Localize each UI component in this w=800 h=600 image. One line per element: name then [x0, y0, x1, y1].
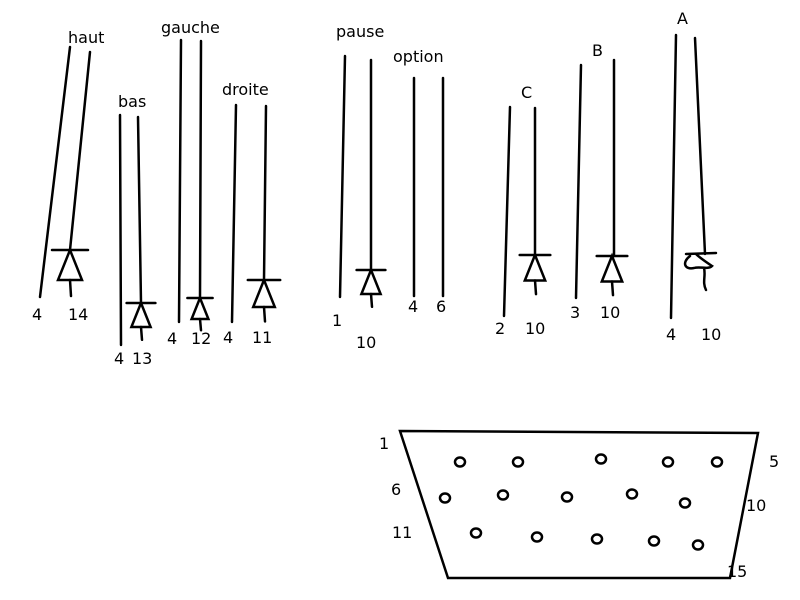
button-b: B 3 10: [570, 41, 629, 322]
connector-pin-label: 5: [769, 452, 779, 471]
pin-hole: [530, 531, 544, 543]
pin-hole: [710, 456, 724, 468]
pin-number: 12: [191, 329, 211, 348]
connector-shell: [398, 429, 760, 580]
button-haut: haut 4 14: [32, 28, 104, 324]
button-label: bas: [118, 92, 146, 111]
diode-triangle: [189, 294, 211, 321]
diode-bar: [684, 251, 718, 256]
pin-hole: [625, 488, 639, 500]
diode-icon: [518, 251, 552, 296]
wire: [118, 113, 123, 347]
diode-triangle: [251, 276, 277, 309]
diode-scribble: [683, 252, 714, 292]
diode-triangle: [599, 252, 625, 283]
diode-lead: [198, 317, 203, 332]
pin-number: 2: [495, 319, 505, 338]
pin-hole: [594, 453, 608, 465]
connector-pin-label: 10: [746, 496, 766, 515]
diode-lead: [369, 292, 374, 309]
pin-hole: [496, 489, 510, 501]
pin-number: 11: [252, 328, 272, 347]
pin-number: 10: [525, 319, 545, 338]
diode-icon: [246, 276, 282, 323]
diode-triangle: [129, 299, 153, 329]
pin-hole: [590, 533, 604, 545]
wire: [230, 103, 238, 324]
wire: [177, 38, 183, 324]
pin-hole: [453, 456, 467, 468]
pin-number: 10: [600, 303, 620, 322]
pin-hole: [438, 492, 452, 504]
diode-lead: [533, 279, 538, 296]
diode-lead: [68, 278, 73, 298]
pin-hole: [469, 527, 483, 539]
diode-icon: [50, 246, 90, 298]
pin-number: 4: [223, 328, 233, 347]
diode-triangle: [56, 246, 84, 282]
pin-number: 4: [408, 297, 418, 316]
button-droite: droite 4 11: [222, 80, 282, 347]
connector-pin-label: 1: [379, 434, 389, 453]
wire: [338, 54, 347, 299]
pin-hole: [661, 456, 675, 468]
connector-pin-label: 15: [727, 562, 747, 581]
connector-pin-label: 11: [392, 523, 412, 542]
pin-number: 10: [356, 333, 376, 352]
diode-lead: [262, 305, 267, 323]
button-a: A 4 10: [666, 9, 721, 344]
button-label: B: [592, 41, 603, 60]
button-c: C 2 10: [495, 83, 552, 338]
button-label: option: [393, 47, 444, 66]
pin-number: 1: [332, 311, 342, 330]
diode-icon: [355, 266, 387, 309]
pin-hole: [691, 539, 705, 551]
pin-hole: [678, 497, 692, 509]
wire: [693, 36, 707, 256]
pin-number: 4: [167, 329, 177, 348]
button-label: gauche: [161, 18, 220, 37]
button-bas: bas 4 13: [114, 92, 157, 368]
pin-number: 4: [666, 325, 676, 344]
pin-number: 4: [32, 305, 42, 324]
wire: [136, 115, 143, 305]
wire: [574, 63, 583, 300]
wire: [38, 45, 72, 299]
diode-icon: [595, 252, 629, 297]
pin-number: 6: [436, 297, 446, 316]
pin-number: 10: [701, 325, 721, 344]
diode-lead: [139, 325, 144, 342]
button-label: droite: [222, 80, 269, 99]
wire: [68, 50, 92, 252]
wire: [198, 39, 203, 300]
pin-hole: [560, 491, 574, 503]
button-label: pause: [336, 22, 384, 41]
pin-number: 4: [114, 349, 124, 368]
diode-icon: [125, 299, 157, 342]
pin-number: 14: [68, 305, 88, 324]
button-label: haut: [68, 28, 104, 47]
diode-lead: [610, 280, 615, 297]
button-label: C: [521, 83, 532, 102]
wire: [262, 104, 268, 282]
pin-hole: [647, 535, 661, 547]
diode-icon: [683, 251, 718, 292]
pin-number: 13: [132, 349, 152, 368]
wire: [502, 105, 512, 318]
diode-triangle: [522, 251, 548, 282]
button-label: A: [677, 9, 688, 28]
button-gauche: gauche 4 12: [161, 18, 220, 348]
pin-hole: [511, 456, 525, 468]
button-pause: pause 1 10: [332, 22, 387, 352]
diode-icon: [186, 294, 214, 332]
pin-number: 3: [570, 303, 580, 322]
connector-pin-label: 6: [391, 480, 401, 499]
diode-triangle: [359, 266, 383, 296]
wire: [669, 33, 678, 320]
